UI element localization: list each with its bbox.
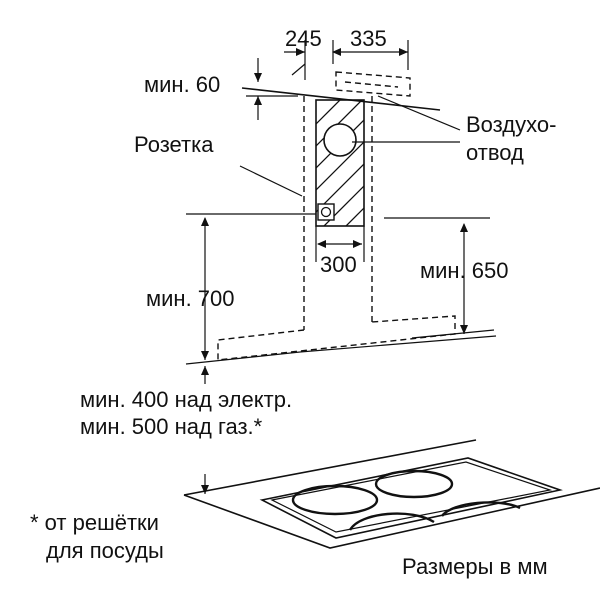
min-60-dimension: мин. 60 xyxy=(144,58,298,120)
top-dimensions: 245 335 xyxy=(284,26,409,80)
burner-4 xyxy=(441,501,521,517)
min-700-dimension: мин. 700 xyxy=(146,217,301,365)
socket-box xyxy=(317,203,335,221)
min-700-label: мин. 700 xyxy=(146,286,235,311)
burner-1 xyxy=(291,484,379,516)
dim-245-label: 245 xyxy=(285,26,322,51)
min-60-label: мин. 60 xyxy=(144,72,220,97)
footnote-line2: для посуды xyxy=(46,538,164,563)
units-label: Размеры в мм xyxy=(402,554,548,579)
air-outlet-circle xyxy=(323,123,357,157)
socket-icon xyxy=(320,206,332,218)
air-outlet-callout: Воздухо- отвод xyxy=(352,95,556,165)
hatched-shaft xyxy=(315,99,365,227)
dim-335-label: 335 xyxy=(350,26,387,51)
min-400-arrow: мин. 400 над электр. мин. 500 над газ.* xyxy=(80,366,292,494)
socket-label: Розетка xyxy=(134,132,214,157)
socket-callout: Розетка xyxy=(134,132,303,197)
burner-3 xyxy=(348,512,435,531)
footnote-line1: * от решётки xyxy=(30,510,159,535)
ceiling-mount-bracket xyxy=(335,71,411,97)
chimney-outline xyxy=(217,96,456,361)
dim-300: 300 xyxy=(315,226,365,277)
air-outlet-label-line1: Воздухо- xyxy=(466,112,556,137)
min-650-label: мин. 650 xyxy=(420,258,509,283)
hood-bottom-line xyxy=(299,335,497,353)
burner-2 xyxy=(374,469,454,499)
min-650-dimension: мин. 650 xyxy=(411,223,509,339)
min-400-label: мин. 400 над электр. xyxy=(80,387,292,412)
cooktop xyxy=(183,439,600,549)
air-outlet-label-line2: отвод xyxy=(466,140,524,165)
ceiling-line xyxy=(241,87,441,111)
min-500-label: мин. 500 над газ.* xyxy=(80,414,263,439)
dim-300-label: 300 xyxy=(320,252,357,277)
